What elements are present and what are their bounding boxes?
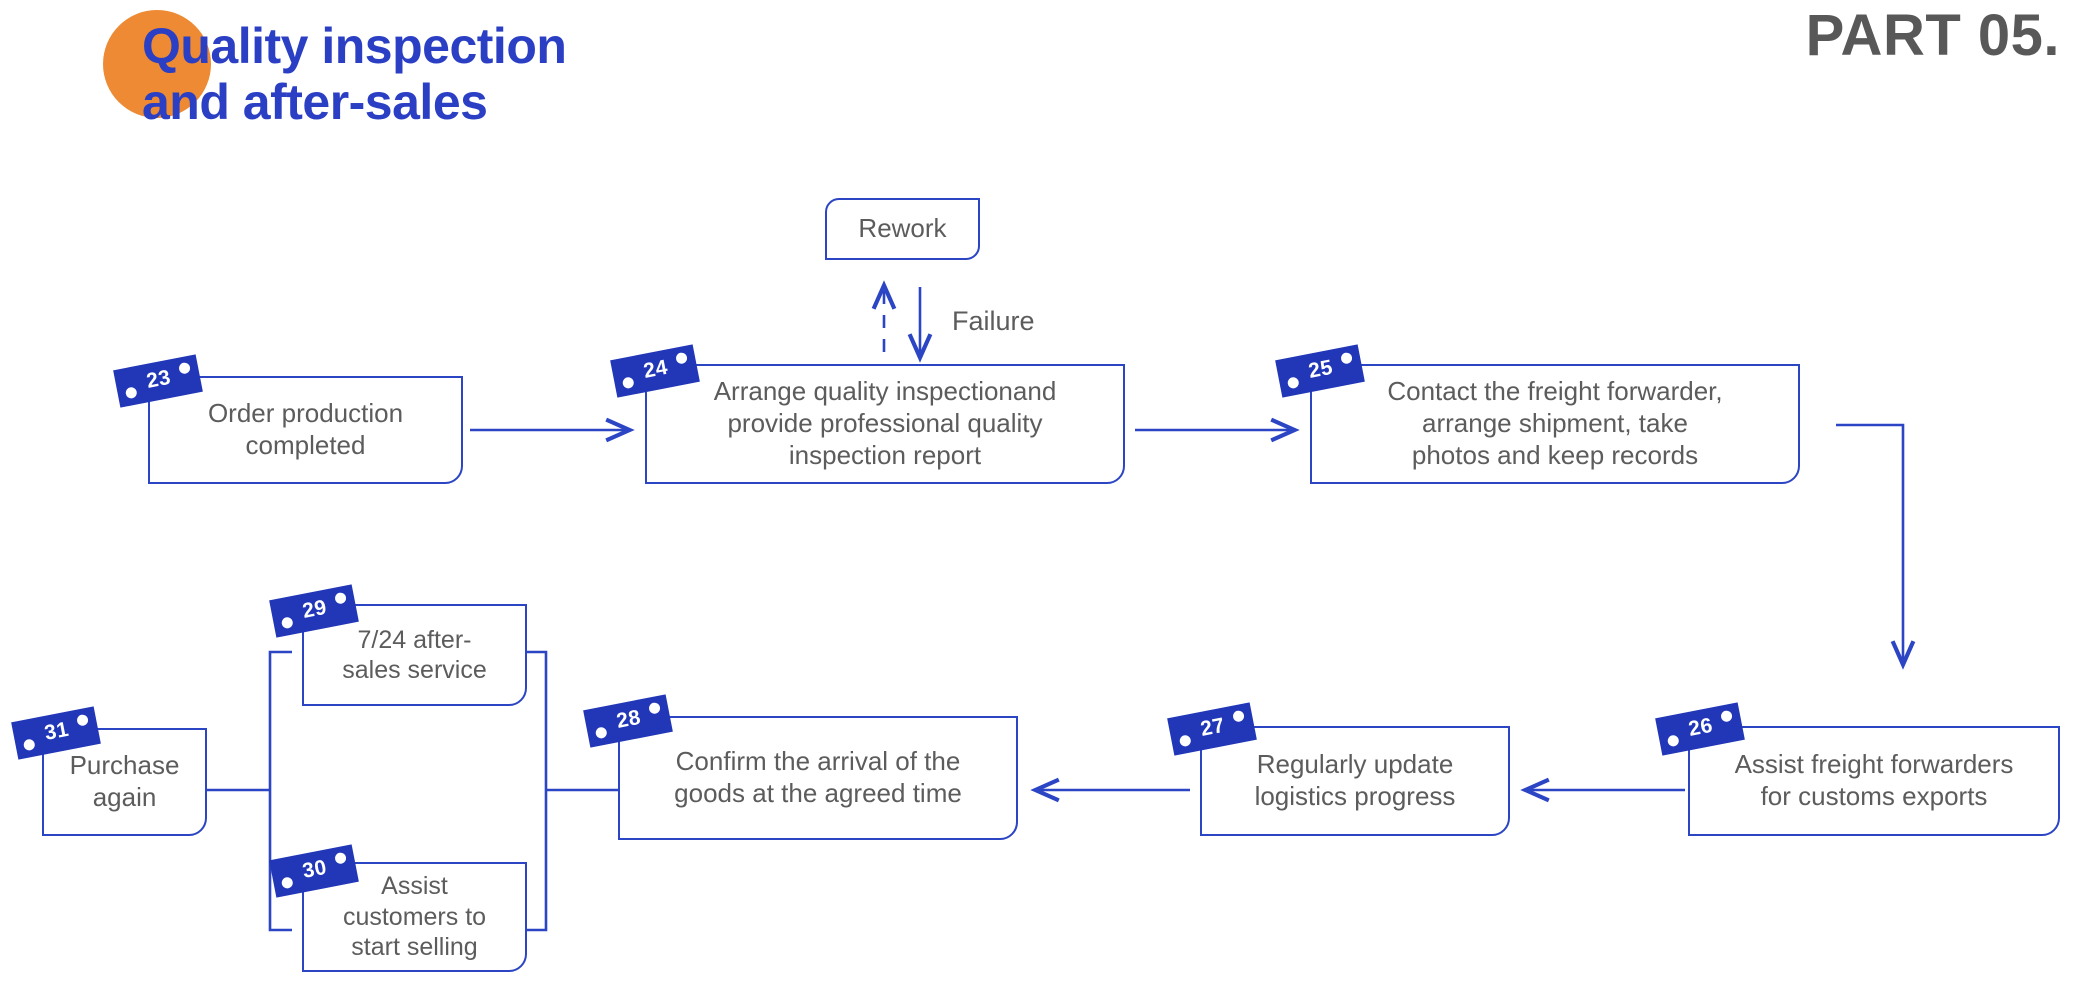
node-25-label: Contact the freight forwarder, arrange s… <box>1387 376 1723 470</box>
arrow-25-to-26 <box>1836 423 1916 670</box>
bracket-right <box>524 650 548 932</box>
node-28[interactable]: Confirm the arrival of the goods at the … <box>618 716 1018 840</box>
node-27[interactable]: Regularly update logistics progress <box>1200 726 1510 836</box>
badge-24-number: 24 <box>641 355 670 383</box>
node-28-label: Confirm the arrival of the goods at the … <box>674 746 962 808</box>
part-number-label: PART 05. <box>1805 3 2060 68</box>
badge-dot-left-icon <box>280 876 294 890</box>
node-29-label: 7/24 after- sales service <box>342 625 487 685</box>
badge-dot-right-icon <box>675 351 688 365</box>
header: Quality inspection and after-sales PART … <box>0 0 2092 180</box>
badge-dot-left-icon <box>280 616 294 630</box>
badge-dot-right-icon <box>178 361 191 375</box>
node-25[interactable]: Contact the freight forwarder, arrange s… <box>1310 364 1800 484</box>
badge-dot-left-icon <box>1178 734 1192 748</box>
badge-dot-right-icon <box>334 591 347 605</box>
badge-dot-right-icon <box>1232 709 1245 723</box>
badge-23-number: 23 <box>144 365 173 393</box>
node-24-label: Arrange quality inspectionand provide pr… <box>713 376 1057 470</box>
node-26[interactable]: Assist freight forwarders for customs ex… <box>1688 726 2060 836</box>
node-rework[interactable]: Rework <box>825 198 980 260</box>
node-31-label: Purchase again <box>69 750 180 812</box>
failure-label: Failure <box>952 306 1035 336</box>
node-27-label: Regularly update logistics progress <box>1254 749 1456 811</box>
node-26-label: Assist freight forwarders for customs ex… <box>1734 749 2014 811</box>
badge-dot-left-icon <box>1286 376 1300 390</box>
node-24[interactable]: Arrange quality inspectionand provide pr… <box>645 364 1125 484</box>
badge-dot-right-icon <box>76 713 89 727</box>
badge-30-number: 30 <box>300 855 329 883</box>
page-title: Quality inspection and after-sales <box>142 18 567 130</box>
badge-31-number: 31 <box>42 717 71 745</box>
badge-dot-left-icon <box>594 726 608 740</box>
node-23[interactable]: Order production completed <box>148 376 463 484</box>
badge-26-number: 26 <box>1686 713 1715 741</box>
badge-dot-left-icon <box>124 386 138 400</box>
badge-dot-right-icon <box>334 851 347 865</box>
badge-dot-left-icon <box>1666 734 1680 748</box>
node-23-label: Order production completed <box>207 398 404 460</box>
node-30[interactable]: Assist customers to start selling <box>302 862 527 972</box>
node-30-label: Assist customers to start selling <box>342 872 487 962</box>
badge-dot-right-icon <box>1340 351 1353 365</box>
badge-dot-right-icon <box>648 701 661 715</box>
badge-dot-right-icon <box>1720 709 1733 723</box>
badge-dot-left-icon <box>621 376 635 390</box>
badge-25-number: 25 <box>1306 355 1335 383</box>
badge-29-number: 29 <box>300 595 329 623</box>
badge-dot-left-icon <box>22 738 36 752</box>
badge-28-number: 28 <box>614 705 643 733</box>
decorative-circle <box>103 10 211 118</box>
node-rework-label: Rework <box>858 213 947 244</box>
badge-27-number: 27 <box>1198 713 1227 741</box>
